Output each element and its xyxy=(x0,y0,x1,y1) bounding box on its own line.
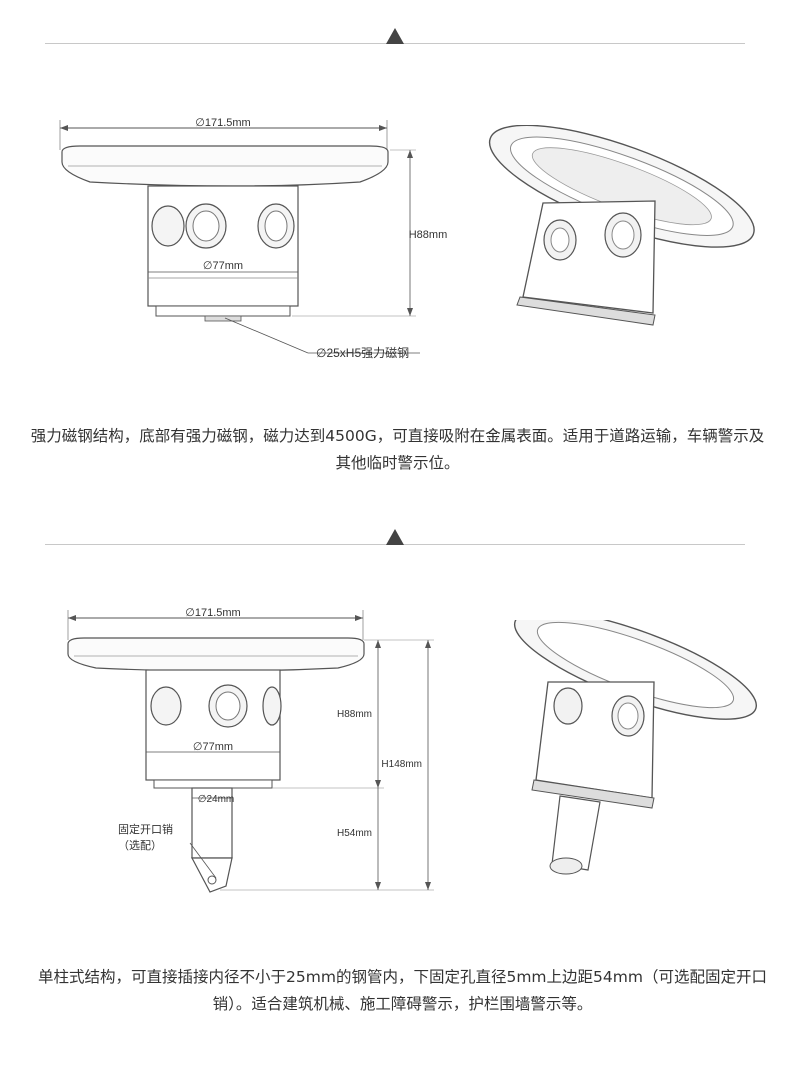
pole-mount-dimension-drawing: ∅171.5mm ∅77mm ∅24mm H88mm H54mm H148mm xyxy=(67,607,434,893)
magnet-label: ∅25xH5强力磁钢 xyxy=(316,345,409,360)
top-diameter-label: ∅171.5mm xyxy=(185,607,240,619)
divider-triangle-icon xyxy=(386,529,404,545)
body-height-label: H88mm xyxy=(337,709,372,720)
pole-diameter-label: ∅24mm xyxy=(198,794,235,805)
pin-label: 固定开口销 xyxy=(118,823,173,836)
section2-description: 单柱式结构，可直接插接内径不小于25mm的钢管内，下固定孔直径5mm上边距54m… xyxy=(38,968,767,1013)
pole-height-label: H54mm xyxy=(337,828,372,839)
top-diameter-label: ∅171.5mm xyxy=(195,117,250,129)
magnet-base-dimension-drawing: ∅171.5mm ∅77mm H88mm ∅25xH5强力磁钢 xyxy=(59,117,448,360)
pin-note: （选配） xyxy=(118,839,162,852)
pole-mount-product-illustration xyxy=(513,620,758,875)
base-diameter-label: ∅77mm xyxy=(203,260,243,272)
height-label: H88mm xyxy=(409,229,448,241)
magnet-base-product-illustration xyxy=(488,125,755,326)
base-diameter-label: ∅77mm xyxy=(193,741,233,753)
section1-description: 强力磁钢结构，底部有强力磁钢，磁力达到4500G，可直接吸附在金属表面。适用于道… xyxy=(30,427,765,472)
divider-triangle-icon xyxy=(386,28,404,44)
total-height-label: H148mm xyxy=(381,759,422,770)
